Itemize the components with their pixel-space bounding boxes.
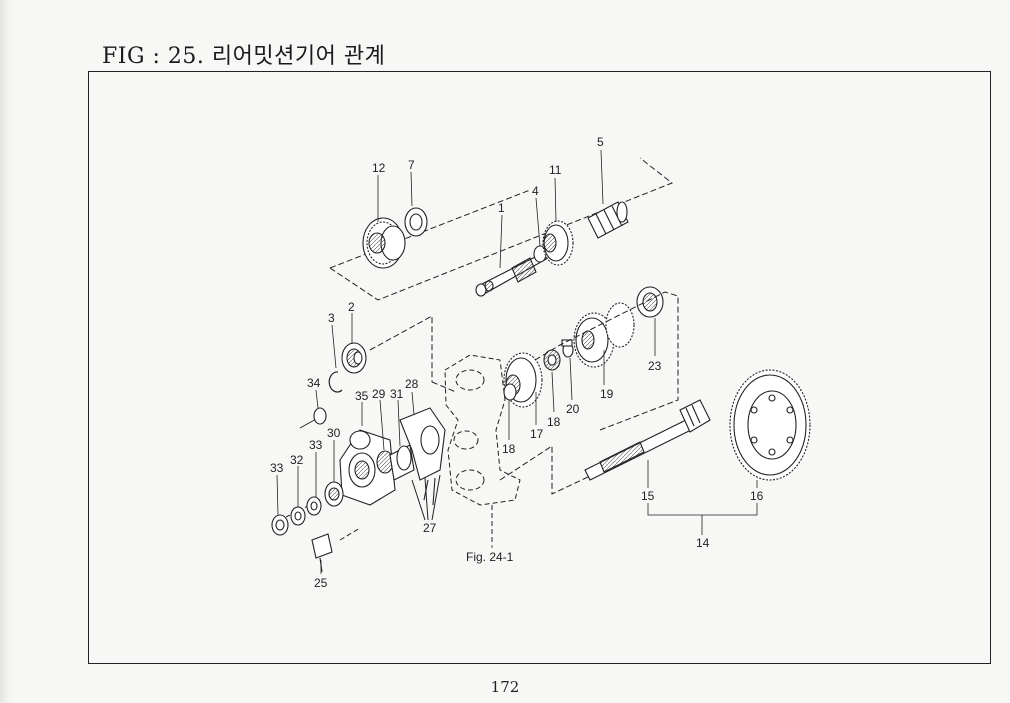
callout-14: 14 (696, 536, 710, 550)
callout-31: 31 (390, 387, 404, 401)
callout-29: 29 (372, 387, 386, 401)
diagram-frame (88, 71, 991, 664)
callout-18-b: 18 (547, 415, 561, 429)
callout-5: 5 (597, 135, 604, 149)
middle-plane-lines (499, 445, 646, 495)
callout-35: 35 (355, 389, 369, 403)
nut-33-a (271, 514, 289, 536)
bearing-29 (376, 444, 415, 481)
callout-18-a: 18 (502, 442, 516, 456)
gear-11 (542, 220, 574, 266)
callout-7: 7 (408, 158, 415, 172)
callout-4: 4 (532, 184, 539, 198)
bearing-18-a (503, 383, 517, 401)
callout-23: 23 (648, 359, 662, 373)
sleeve-5 (587, 201, 629, 239)
callout-30: 30 (327, 426, 341, 440)
gear-12 (362, 217, 406, 269)
reference-case-outline (444, 354, 521, 545)
callout-16: 16 (750, 489, 764, 503)
callout-3: 3 (328, 311, 335, 325)
leader-lines (276, 149, 758, 574)
callout-labels: 12 7 1 4 11 5 2 3 34 35 29 31 28 30 33 3… (270, 135, 764, 590)
shaft-1 (475, 251, 549, 297)
gear-19 (573, 302, 635, 368)
callout-1: 1 (498, 201, 505, 215)
rods-27 (411, 474, 441, 521)
circlip-3 (328, 371, 343, 393)
shift-fork-28 (399, 407, 446, 506)
spacer-20 (561, 339, 574, 358)
seal-30 (324, 481, 344, 507)
page-number: 172 (490, 678, 520, 696)
washer-32 (290, 506, 306, 526)
scan-page-edge (0, 0, 14, 703)
top-assembly-plane (329, 157, 673, 301)
callout-33-b: 33 (309, 438, 323, 452)
callout-25: 25 (314, 576, 328, 590)
callout-27: 27 (423, 521, 437, 535)
callout-20: 20 (566, 402, 580, 416)
callout-2: 2 (348, 300, 355, 314)
callout-12: 12 (372, 161, 386, 175)
pinion-shaft-15 (584, 399, 711, 481)
callout-11: 11 (549, 163, 562, 177)
ring-gear-16 (729, 369, 811, 481)
callout-19: 19 (600, 387, 614, 401)
callout-32: 32 (290, 453, 304, 467)
callout-17: 17 (530, 427, 544, 441)
housing-35 (339, 429, 396, 506)
callout-15: 15 (641, 489, 655, 503)
bolt-25 (311, 533, 333, 573)
figure-title: FIG : 25. 리어밋션기어 관계 (102, 44, 386, 69)
right-gear-plane (534, 291, 679, 431)
washer-34 (313, 407, 327, 425)
callout-28: 28 (405, 377, 419, 391)
nut-33-b (306, 496, 322, 516)
reference-label: Fig. 24-1 (466, 550, 514, 564)
bearing-2 (341, 342, 367, 374)
callout-34: 34 (307, 376, 321, 390)
callout-33-a: 33 (270, 461, 284, 475)
bearing-7 (404, 207, 428, 237)
bearing-23 (636, 286, 664, 318)
